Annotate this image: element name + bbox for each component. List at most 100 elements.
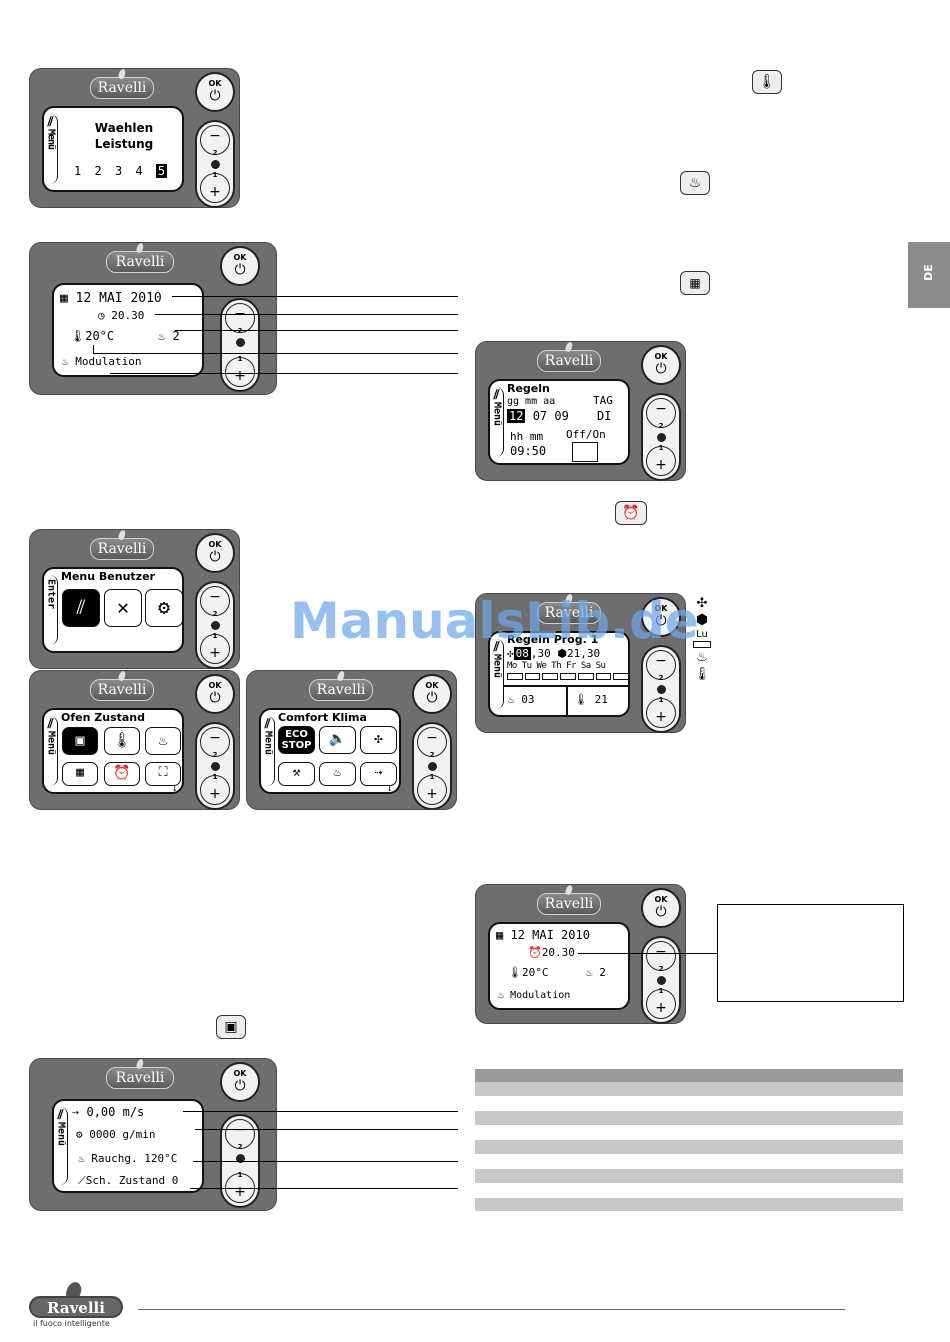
year-field[interactable]: 09 [554,409,569,423]
temp-row: 🌡20°C [508,966,549,979]
month-field[interactable]: 07 [532,409,548,423]
power-level[interactable]: 4 [135,164,143,178]
ok-button[interactable]: OK⏻ [220,246,260,286]
plus-button[interactable]: + [200,634,230,664]
tools-button[interactable]: ✕ [104,589,142,627]
minus-button[interactable]: − [646,941,676,971]
minus-plus-buttons: − 2 1 + [641,645,681,733]
tag-label: TAG [593,394,613,407]
menu-strip: ⫽Menü [490,387,504,457]
scroll-down-icon[interactable]: ↓ [387,784,393,794]
menu-title: Menu Benutzer [61,570,155,583]
weekday-field[interactable]: DI [597,409,612,423]
ok-button[interactable]: OK⏻ [220,1062,260,1102]
settings-button[interactable]: ⚙ [145,589,182,627]
ravelli-flame-button[interactable]: ⫽ [62,589,100,627]
day-checkbox[interactable] [560,673,576,680]
panel-regeln-prog: Ravelli ⫽Menü Regeln Prog. 1 ✣08,30 ⬢21,… [475,593,686,733]
ok-button[interactable]: OK⏻ [195,533,235,573]
power-level[interactable]: 2 [94,164,102,178]
stove-status-icon: ▣ [216,1015,246,1039]
ok-button[interactable]: OK⏻ [195,674,235,714]
flame-button[interactable]: ♨ [145,727,181,755]
map-button[interactable]: ⛶ [145,762,181,786]
ok-button[interactable]: OK⏻ [641,888,681,928]
fan-icon: ✣ [507,647,514,660]
ok-button[interactable]: OK⏻ [195,72,235,112]
center-dot [428,762,437,771]
minus-button[interactable]: − [200,727,230,757]
ravelli-logo: Ravelli [537,350,601,372]
plus-button[interactable]: + [200,173,230,203]
day-label-icon: Lu [690,629,714,648]
thermometer-button[interactable]: 🌡 [104,727,140,755]
lcd-screen: ⫽Menü Regeln gg mm aa TAG 12 07 09 DI hh… [488,379,630,465]
stove-status-button[interactable]: ▣ [62,727,98,755]
minus-button[interactable]: − [646,398,676,428]
minus-button[interactable]: − [417,727,447,757]
fan-off-button[interactable]: ✣ [360,726,397,754]
thermometer-icon: 🌡 [70,329,86,343]
calendar-clock-button[interactable]: ▦ [62,762,98,786]
power-level-selected[interactable]: 5 [155,164,168,178]
ok-button[interactable]: OK⏻ [412,674,452,714]
airflow-button[interactable]: ⇢ [360,762,397,786]
table-row-bar [475,1082,903,1096]
day-field[interactable]: 12 [507,409,526,423]
day-checkbox[interactable] [577,673,594,680]
airflow-icon: ⇢ [72,1105,80,1119]
plus-button[interactable]: + [417,775,447,805]
date-row: ▦ 12 MAI 2010 [60,291,162,306]
plus-button[interactable]: + [200,775,230,805]
table-row-bar [475,1111,903,1125]
minus-plus-buttons: − 2 1 + [195,722,235,810]
flame-icon: ♨ [158,329,166,343]
minus-button[interactable]: − [200,125,230,155]
plus-button[interactable]: + [646,989,676,1019]
calendar-icon: ▦ [60,291,68,306]
flame-icon: ♨ [498,990,505,1001]
cleaning-button[interactable]: ⚒ [278,762,315,786]
day-checkbox[interactable] [507,673,523,680]
ravelli-logo: Ravelli [106,1067,174,1089]
time-field[interactable]: 09:50 [510,444,547,458]
minus-button[interactable]: − [225,1119,255,1149]
power-levels: 1 2 3 4 5 [74,164,168,178]
ok-button[interactable]: OK⏻ [641,345,681,385]
ok-button[interactable]: OK⏻ [641,597,681,637]
ravelli-logo: Ravelli [537,893,601,915]
alarm-clock-button[interactable]: ⏰ [104,762,140,786]
minus-button[interactable]: − [646,650,676,680]
menu-strip: ⫽Menü [44,716,58,786]
flame-icon: ♨ [62,355,69,368]
prog-power[interactable]: ♨ 03 [508,693,535,706]
offon-checkbox[interactable] [572,442,598,462]
prog-temp[interactable]: 🌡 21 [574,693,608,706]
sound-off-button[interactable]: 🔈 [319,726,356,754]
flame-timer-button[interactable]: ♨ [319,762,356,786]
flame-icon: ♨ [508,693,515,706]
enter-strip: Enter [44,575,58,645]
day-checkbox[interactable] [524,673,541,680]
menu-title: Comfort Klima [278,711,367,724]
plus-button[interactable]: + [225,357,255,387]
center-dot [236,338,245,347]
day-checkbox[interactable] [542,673,559,680]
stop-icon: ⬢ [557,647,567,660]
thermometer-icon: 🌡 [508,966,522,979]
power-level[interactable]: 1 [74,164,82,178]
day-labels: Mo Tu We Th Fr Sa Su [507,661,606,671]
menu-strip: ⫽Menü [44,114,58,184]
plus-button[interactable]: + [646,446,676,476]
start-hour-field[interactable]: 08 [513,647,531,660]
center-dot [236,1154,245,1163]
stop-time-field[interactable]: 21,30 [566,647,601,660]
power-level[interactable]: 3 [114,164,123,178]
day-checkbox[interactable] [613,673,628,680]
minus-button[interactable]: − [200,586,230,616]
plus-button[interactable]: + [646,698,676,728]
scroll-down-icon[interactable]: ↓ [172,784,178,794]
day-checkbox[interactable] [595,673,612,680]
